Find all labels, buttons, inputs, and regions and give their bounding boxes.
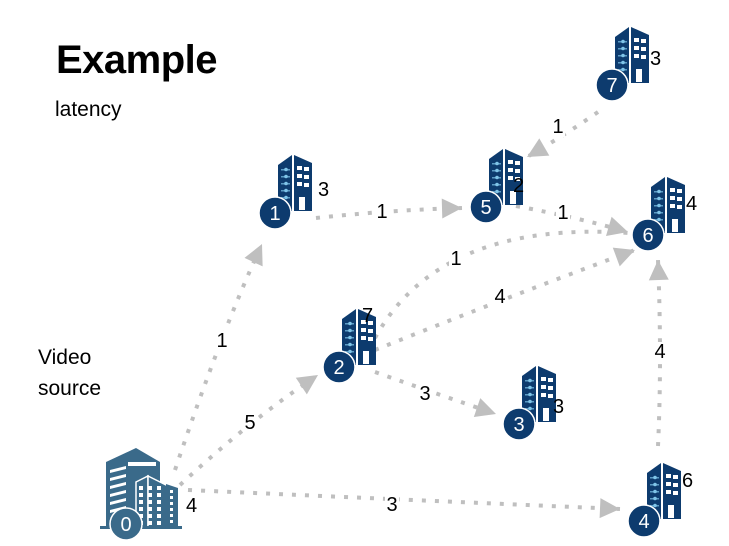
node-badge: [627, 504, 661, 538]
edge-label-bg: [243, 413, 257, 433]
node-6[interactable]: 64: [631, 177, 697, 252]
building-icon: [647, 463, 681, 519]
building-icon: [342, 309, 376, 365]
node-id-label: 6: [642, 225, 653, 247]
node-id-label: 2: [333, 357, 344, 379]
edge-label-bg: [215, 331, 229, 351]
node-1[interactable]: 13: [258, 155, 329, 230]
node-3[interactable]: 33: [502, 366, 564, 441]
building-icon: [278, 155, 312, 211]
node-4[interactable]: 46: [627, 463, 693, 538]
edge-label-bg: [385, 495, 399, 515]
edges-layer: [173, 110, 669, 519]
node-0[interactable]: 04: [100, 448, 197, 541]
node-latency-label: 2: [513, 175, 524, 197]
edge-line: [374, 370, 497, 416]
edge-0-to-1: [173, 243, 264, 471]
arrowhead-icon: [599, 498, 620, 519]
edge-labels-layer: 1 5 3 1 1 1 1 4 3 4: [215, 116, 667, 516]
edge-label: 3: [419, 383, 430, 405]
arrowhead-icon: [527, 138, 550, 157]
edge-label: 3: [386, 494, 397, 516]
edge-1-to-5: [315, 198, 463, 220]
node-latency-label: 4: [686, 193, 697, 215]
building-icon: [615, 27, 649, 83]
node-latency-label: 3: [650, 48, 661, 70]
edge-label-bg: [653, 342, 667, 362]
video-source-label-line-1: Video: [38, 346, 92, 369]
node-id-label: 4: [638, 511, 649, 533]
node-badge: [322, 350, 356, 384]
edge-label-bg: [556, 203, 570, 223]
node-badge: [109, 507, 143, 541]
node-latency-label: 3: [553, 396, 564, 418]
edge-label: 1: [450, 248, 461, 270]
edge-2-to-6: [374, 247, 636, 352]
node-badge: [631, 218, 665, 252]
edge-2-to-3: [374, 370, 497, 418]
node-badge: [595, 68, 629, 102]
video-source-label-line-2: source: [38, 377, 102, 400]
node-latency-label: 4: [186, 495, 197, 517]
video-source-label: Video source: [38, 342, 101, 404]
edge-label: 4: [494, 286, 505, 308]
edge-label: 1: [376, 201, 387, 223]
edge-label: 1: [557, 202, 568, 224]
edge-line: [373, 229, 631, 339]
edge-label-bg: [418, 384, 432, 404]
arrowhead-icon: [295, 375, 318, 395]
edge-label: 1: [552, 116, 563, 138]
arrowhead-icon: [648, 260, 669, 281]
node-latency-label: 7: [362, 305, 373, 327]
edge-label: 4: [654, 341, 665, 363]
node-latency-label: 6: [682, 470, 693, 492]
node-7[interactable]: 73: [595, 27, 661, 102]
node-id-label: 7: [606, 75, 617, 97]
edge-line: [187, 488, 621, 511]
arrowhead-icon: [612, 247, 635, 267]
node-2[interactable]: 27: [322, 305, 376, 384]
node-badge: [469, 190, 503, 224]
node-id-label: 5: [480, 197, 491, 219]
node-latency-label: 3: [318, 179, 329, 201]
diagram-subtitle: latency: [55, 98, 122, 121]
node-id-label: 3: [513, 414, 524, 436]
edge-4-to-6: [648, 259, 669, 447]
edge-label: 1: [216, 330, 227, 352]
edge-2-to-6: [373, 229, 631, 339]
arrowhead-icon: [473, 398, 496, 418]
node-5[interactable]: 52: [469, 149, 524, 224]
arrowhead-icon: [441, 198, 462, 219]
node-id-label: 0: [120, 514, 131, 536]
building-icon: [489, 149, 523, 205]
arrowhead-icon: [244, 244, 263, 267]
node-badge: [502, 407, 536, 441]
building-icon: [651, 177, 685, 233]
edge-label-bg: [449, 249, 463, 269]
node-id-label: 1: [269, 203, 280, 225]
edge-label-bg: [375, 202, 389, 222]
node-badge: [258, 196, 292, 230]
edge-label-bg: [551, 117, 565, 137]
edge-label: 5: [244, 412, 255, 434]
edge-label-bg: [493, 287, 507, 307]
edge-line: [173, 243, 264, 471]
edge-0-to-4: [187, 488, 621, 519]
building-icon: [522, 366, 556, 422]
diagram-title: Example: [56, 38, 218, 82]
